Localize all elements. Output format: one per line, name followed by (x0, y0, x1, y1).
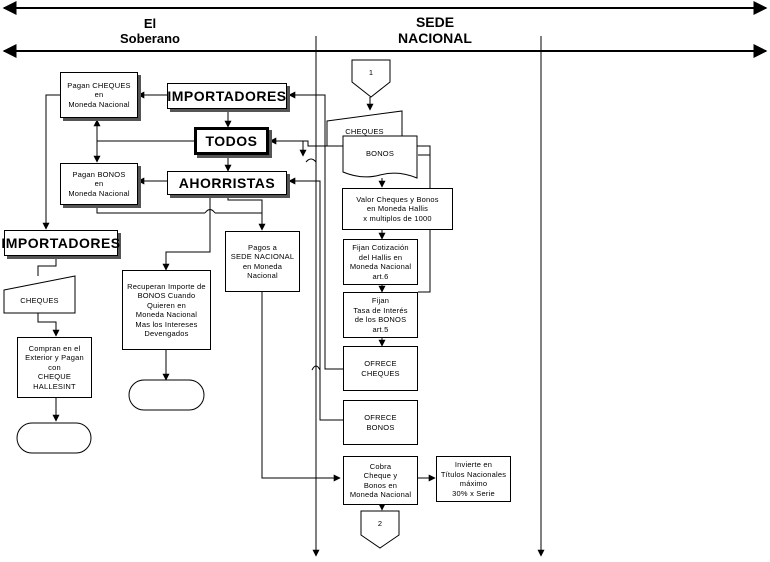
todos-box: TODOS (194, 127, 269, 155)
ofrece-cheques-box: OFRECE CHEQUES (343, 346, 418, 391)
pagan-cheques-box: Pagan CHEQUES en Moneda Nacional (60, 72, 138, 118)
importadores-top-box: IMPORTADORES (167, 83, 287, 109)
bonos-doc-label: BONOS (365, 149, 395, 158)
ofrece-bonos-box: OFRECE BONOS (343, 400, 418, 445)
pagos-sede-box: Pagos a SEDE NACIONAL en Moneda Nacional (225, 231, 300, 292)
terminal-left-shape (16, 422, 92, 454)
cobra-box: Cobra Cheque y Bonos en Moneda Nacional (343, 456, 418, 505)
cheques-left-label: CHEQUES (20, 296, 59, 305)
compran-exterior-box: Compran en el Exterior y Pagan con CHEQU… (17, 337, 92, 398)
valor-cheques-box: Valor Cheques y Bonos en Moneda Hallis x… (342, 188, 453, 230)
cheques-doc-label: CHEQUES (345, 127, 384, 136)
fijan-tasa-box: Fijan Tasa de Interés de los BONOS art.5 (343, 292, 418, 338)
pagan-bonos-box: Pagan BONOS en Moneda Nacional (60, 163, 138, 205)
terminal-middle-shape (128, 379, 205, 411)
connector-2-shape (360, 510, 400, 549)
invierte-box: Invierte en Títulos Nacionales máximo 30… (436, 456, 511, 502)
ahorristas-box: AHORRISTAS (167, 171, 287, 195)
fijan-cotizacion-box: Fijan Cotización del Hallis en Moneda Na… (343, 239, 418, 285)
recuperan-box: Recuperan Importe de BONOS Cuando Quiere… (122, 270, 211, 350)
connector-1-label: 1 (368, 68, 374, 77)
lane-label-sede-nacional: SEDE NACIONAL (398, 14, 472, 46)
cheques-input-shape (3, 275, 76, 314)
bonos-doc-shape (342, 135, 418, 179)
connector-2-label: 2 (377, 519, 383, 528)
importadores-left-box: IMPORTADORES (1, 230, 120, 256)
connector-1-shape (351, 59, 391, 98)
lane-label-el-soberano: El Soberano (120, 16, 180, 46)
